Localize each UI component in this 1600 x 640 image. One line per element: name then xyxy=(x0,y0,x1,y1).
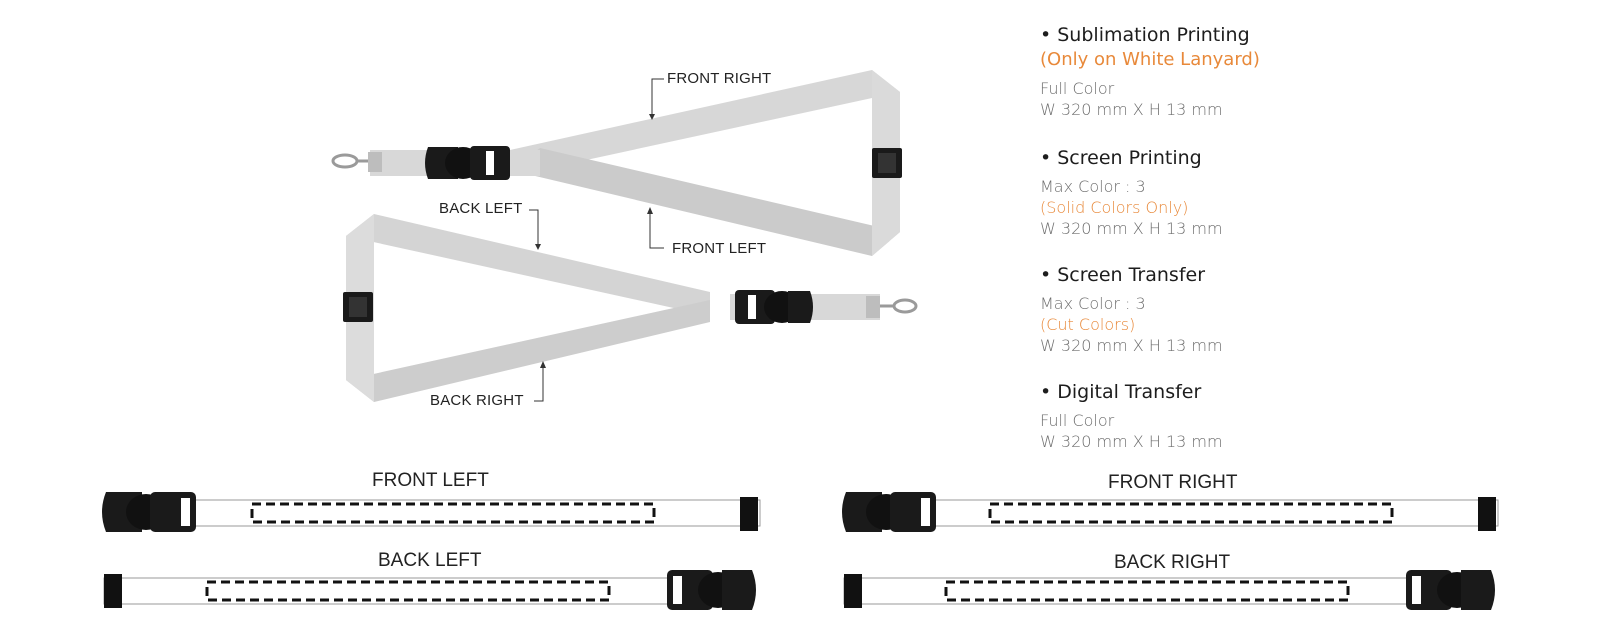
print-area-front-left xyxy=(250,502,656,524)
spec-color: Full Color xyxy=(1040,79,1115,98)
spec-sublimation: • Sublimation Printing (Only on White La… xyxy=(1040,22,1440,120)
buckle-upper xyxy=(425,146,510,180)
label-back-left: BACK LEFT xyxy=(439,200,523,217)
spec-color: Max Color : 3 xyxy=(1040,177,1146,196)
spec-note: (Solid Colors Only) xyxy=(1040,198,1189,217)
print-area-back-left xyxy=(205,580,611,602)
hook-left xyxy=(331,153,372,169)
strip-title-back-right: BACK RIGHT xyxy=(1114,552,1231,573)
strip-front-left xyxy=(102,492,761,532)
strap-front-right xyxy=(510,70,900,170)
strip-front-right xyxy=(842,492,1499,532)
strip-title-front-right: FRONT RIGHT xyxy=(1108,472,1238,493)
buckle-lower xyxy=(735,290,813,324)
label-front-right: FRONT RIGHT xyxy=(667,70,772,87)
label-front-left: FRONT LEFT xyxy=(672,240,767,257)
spec-title: • Screen Transfer xyxy=(1040,264,1206,286)
strap-back-right xyxy=(346,300,710,402)
spec-note: (Only on White Lanyard) xyxy=(1040,49,1260,70)
hook-right xyxy=(880,298,918,314)
strap-back-left xyxy=(346,214,710,316)
spec-screen-transfer: • Screen Transfer Max Color : 3 (Cut Col… xyxy=(1040,262,1440,356)
strip-title-front-left: FRONT LEFT xyxy=(372,470,489,491)
strip-back-right xyxy=(843,570,1495,610)
spec-title: • Screen Printing xyxy=(1040,147,1202,169)
strip-back-left xyxy=(103,570,756,610)
print-area-back-right xyxy=(944,580,1350,602)
spec-size: W 320 mm X H 13 mm xyxy=(1040,336,1223,355)
spec-color: Full Color xyxy=(1040,411,1115,430)
spec-screen-printing: • Screen Printing Max Color : 3 (Solid C… xyxy=(1040,145,1440,239)
spec-title: • Sublimation Printing xyxy=(1040,24,1250,46)
strip-title-back-left: BACK LEFT xyxy=(378,550,482,571)
print-area-front-right xyxy=(988,502,1394,524)
spec-note: (Cut Colors) xyxy=(1040,315,1136,334)
spec-size: W 320 mm X H 13 mm xyxy=(1040,219,1223,238)
spec-digital-transfer: • Digital Transfer Full Color W 320 mm X… xyxy=(1040,379,1440,452)
spec-size: W 320 mm X H 13 mm xyxy=(1040,432,1223,451)
spec-title: • Digital Transfer xyxy=(1040,381,1202,403)
strap-front-left xyxy=(510,148,900,256)
spec-size: W 320 mm X H 13 mm xyxy=(1040,100,1223,119)
spec-color: Max Color : 3 xyxy=(1040,294,1146,313)
label-back-right: BACK RIGHT xyxy=(430,392,524,409)
